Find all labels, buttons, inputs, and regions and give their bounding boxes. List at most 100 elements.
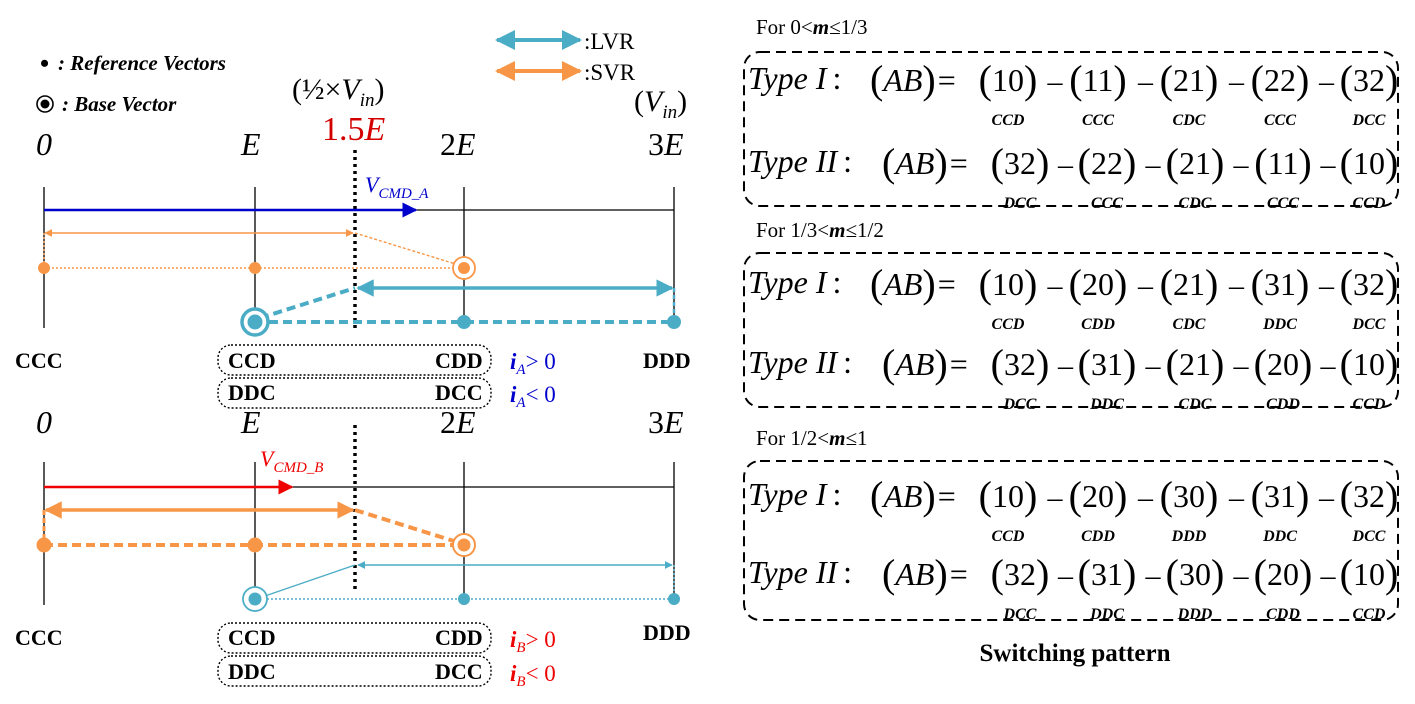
switching-vector: (32) — [1340, 261, 1399, 306]
switching-group-box — [743, 460, 1399, 621]
panel-b: 0 E 2E 3E VCMD_B — [15, 404, 691, 690]
switching-vector: (32) — [1340, 57, 1399, 102]
panel-b-ref-vector-0 — [36, 537, 52, 553]
switching-state-label: CDC — [1179, 195, 1212, 212]
switching-state-label: DDC — [1089, 606, 1124, 623]
switching-dash: – — [1320, 148, 1337, 181]
switching-group-box — [743, 51, 1399, 207]
switching-dash: – — [1228, 481, 1245, 514]
switching-state-label: CCD — [1353, 195, 1386, 212]
switching-state-label: CCD — [1353, 396, 1386, 413]
switching-vector: (20) — [1069, 261, 1128, 306]
switching-group-heading: For 1/3<m≤1/2 — [756, 218, 884, 242]
switching-vector: (21) — [1166, 140, 1225, 185]
panel-a-state-ddd: DDD — [643, 348, 691, 373]
switching-vector: (20) — [1254, 341, 1313, 386]
tick-label-0: 0 — [36, 126, 52, 162]
switching-vector: (20) — [1254, 551, 1313, 596]
switching-type-label: Type II: — [748, 143, 852, 179]
switching-dash: – — [1233, 559, 1250, 592]
switching-state-label: CCD — [1353, 606, 1386, 623]
switching-sequence-type1: Type I:(AB)=(10)CCD–(20)CDD–(21)CDC–(31)… — [748, 261, 1398, 333]
panel-a-box-positive — [217, 344, 492, 376]
switching-vector: (21) — [1160, 57, 1219, 102]
switching-dash: – — [1233, 148, 1250, 181]
switching-dash: – — [1057, 559, 1074, 592]
switching-type-label: Type I: — [748, 264, 841, 300]
switching-group-heading: For 1/2<m≤1 — [756, 426, 867, 450]
switching-vector: (21) — [1160, 261, 1219, 306]
switching-lhs: (AB)= — [882, 551, 968, 596]
switching-state-label: CDD — [1081, 316, 1115, 333]
vin-label: (Vin) — [634, 85, 687, 123]
switching-vector: (32) — [991, 551, 1050, 596]
tick-label-3e: 3E — [648, 404, 684, 440]
tick-label-2e: 2E — [440, 126, 476, 162]
switching-state-label: DCC — [1352, 316, 1386, 333]
switching-state-label: DCC — [1003, 606, 1037, 623]
legend-base-vector: : Base Vector — [62, 92, 177, 116]
switching-vector: (31) — [1078, 341, 1137, 386]
tick-label-3e: 3E — [648, 126, 684, 162]
switching-dash: – — [1228, 65, 1245, 98]
panel-b-ref-vector-e — [247, 537, 263, 553]
switching-state-label: CDD — [1081, 528, 1115, 545]
switching-state-label: CCD — [992, 316, 1025, 333]
switching-state-label: DCC — [1003, 195, 1037, 212]
switching-sequence-type1: Type I:(AB)=(10)CCD–(20)CDD–(30)DDD–(31)… — [748, 473, 1398, 545]
tick-label-e: E — [240, 126, 261, 162]
switching-dash: – — [1228, 269, 1245, 302]
switching-dash: – — [1318, 269, 1335, 302]
threshold-value: 1.5E — [322, 111, 386, 148]
switching-state-label: DDC — [1262, 316, 1297, 333]
panel-a-box-negative-right: DCC — [435, 380, 483, 405]
switching-vector: (10) — [1340, 341, 1399, 386]
switching-vector: (32) — [1340, 473, 1399, 518]
switching-vector: (31) — [1251, 473, 1310, 518]
panel-a-condition-positive: iA> 0 — [510, 349, 556, 378]
switching-vector: (31) — [1251, 261, 1310, 306]
panel-a-ref-vector-0 — [38, 262, 50, 274]
switching-dash: – — [1318, 481, 1335, 514]
switching-state-label: DCC — [1352, 112, 1386, 129]
switching-lhs: (AB)= — [882, 341, 968, 386]
vcmd-b-label: VCMD_B — [260, 446, 323, 476]
legend: • : Reference Vectors : Base Vector :LVR… — [36, 29, 636, 116]
switching-vector: (11) — [1069, 57, 1126, 102]
panel-b-axis-ticks: 0 E 2E 3E — [36, 404, 684, 440]
switching-dash: – — [1047, 269, 1064, 302]
switching-state-label: CCC — [1267, 195, 1299, 212]
switching-vector: (30) — [1160, 473, 1219, 518]
switching-state-label: CCC — [1091, 195, 1123, 212]
panel-b-base-vector-svr — [452, 533, 476, 557]
switching-state-label: DDD — [1171, 528, 1207, 545]
switching-vector: (10) — [979, 473, 1038, 518]
switching-dash: – — [1233, 349, 1250, 382]
vcmd-a-label: VCMD_A — [365, 172, 429, 202]
switching-type-label: Type I: — [748, 60, 841, 96]
panel-a-box-negative — [217, 377, 492, 409]
switching-dash: – — [1137, 481, 1154, 514]
panel-b-state-ccc: CCC — [15, 625, 63, 650]
panel-b-box-negative — [217, 655, 492, 687]
switching-type-label: Type II: — [748, 554, 852, 590]
panel-a-box-positive-right: CDD — [435, 348, 483, 373]
switching-dash: – — [1145, 559, 1162, 592]
panel-b-box-positive — [217, 622, 492, 654]
panel-b-box-negative-right: DCC — [435, 659, 483, 684]
panel-a-state-ccc: CCC — [15, 348, 63, 373]
panel-a-box-positive-left: CCD — [228, 348, 276, 373]
switching-dash: – — [1318, 65, 1335, 98]
panel-b-svr-slant — [354, 508, 461, 545]
switching-vector: (10) — [979, 261, 1038, 306]
panel-b-condition-positive: iB> 0 — [510, 627, 556, 656]
switching-state-label: CCC — [1082, 112, 1114, 129]
switching-dash: – — [1137, 269, 1154, 302]
switching-state-label: DDC — [1089, 396, 1124, 413]
switching-state-label: DCC — [1352, 528, 1386, 545]
switching-type-label: Type II: — [748, 344, 852, 380]
switching-vector: (11) — [1254, 140, 1311, 185]
